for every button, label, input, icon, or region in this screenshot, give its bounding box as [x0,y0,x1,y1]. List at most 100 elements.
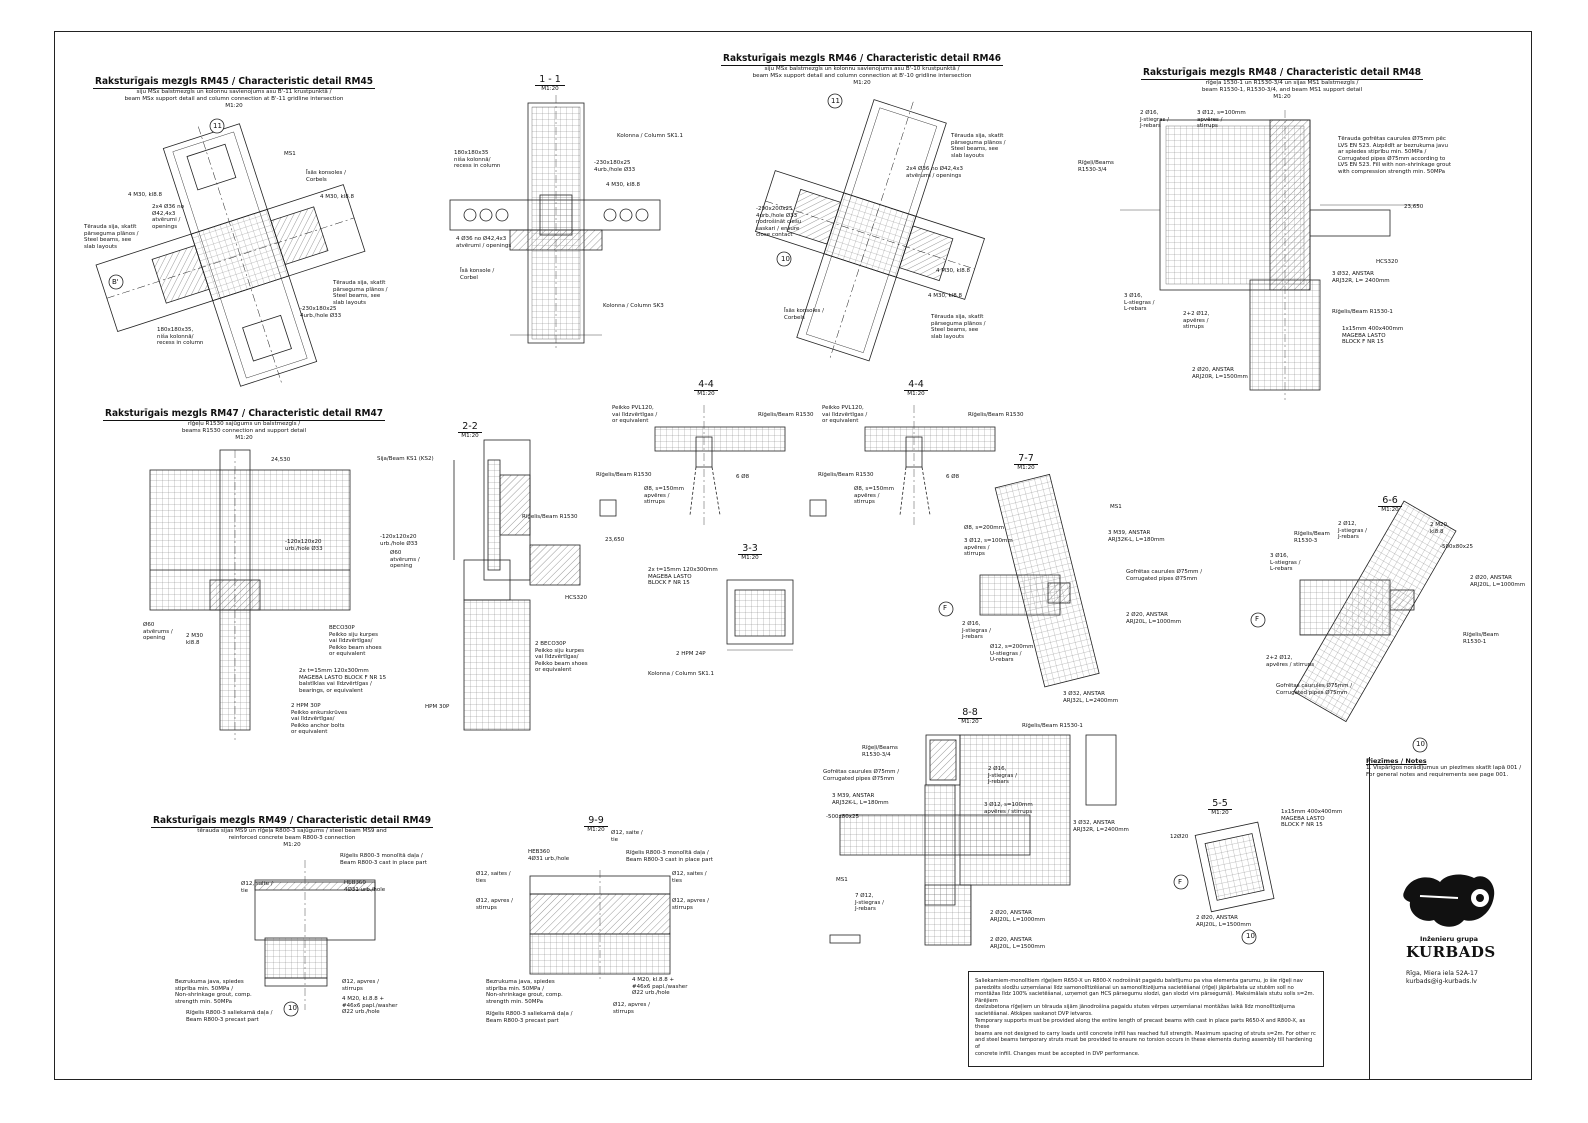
s22-label-hpm: HPM 30P [425,704,450,710]
detail-title-rm45: Raksturīgais mezgls RM45 / Characteristi… [93,76,375,109]
s99-label-ties-left: Ø12, saites /ties [476,871,511,884]
s44b-label-beam-left: Rīģelis/Beam R1530 [818,472,874,478]
s66-label-l-rebars: 3 Ø16,L-stiegras /L-rebars [1270,553,1301,573]
rm45-drawing [95,118,366,387]
rm46-label-grid-11: 11 [831,97,840,105]
detail-title-rm48: Raksturīgais mezgls RM48 / Characteristi… [1141,67,1423,100]
rm46-drawing [754,93,986,362]
s88-label-plate: -500x80x25 [826,814,859,820]
s55-label-grid-10: 10 [1246,932,1255,940]
s22-label-beam-ks1: Sija/Beam KS1 (KS2) [377,456,434,462]
detail-title-rm46: Raksturīgais mezgls RM46 / Characteristi… [721,53,1003,86]
s77-label-grid-f: F [943,604,948,612]
s77-label-d8: Ø8, s=200mm [964,525,1005,531]
s11-label-col-sk3: Kolonna / Column SK3 [603,303,664,309]
company-name: Inženieru grupa KURBADS [1406,935,1496,961]
rm45-label-ms1: MS1 [284,151,296,157]
rm48-drawing [1120,110,1420,400]
s44a-label-6d8: 6 Ø8 [736,474,750,480]
rm48-label-level: 23,650 [1404,204,1424,210]
s66-label-plate: -500x80x25 [1440,544,1473,550]
s99-label-ties-right: Ø12, saites /ties [672,871,707,884]
company-email[interactable]: kurbads@ig-kurbads.lv [1406,978,1477,985]
section-5-5-drawing [1173,821,1275,945]
drawing-frame [54,31,1532,1080]
section-4-4-b-drawing [809,405,996,525]
rm49-label-cast: Rīģelis R800-3 monolītā daļa /Beam R800-… [340,853,427,866]
s66-label-j-rebars: 2 Ø12,J-stiegras /J-rebars [1338,521,1367,541]
s66-label-corrugated: Gofrētas caurules Ø75mm /Corrugated pipe… [1276,683,1353,696]
rm46-label-corbels: Īsās konsoles /Corbels [784,308,824,321]
s99-label-stirrups-right: Ø12, apvres /stirrups [672,898,709,911]
s33-label-hpm: 2 HPM 24P [676,651,706,657]
s88-label-ms1: MS1 [836,877,848,883]
s44b-label-6d8: 6 Ø8 [946,474,960,480]
s11-label-col-sk11: Kolonna / Column SK1.1 [617,133,683,139]
rm49-label-tie: Ø12, saite /tie [241,881,273,894]
rm49-drawing [254,860,376,1017]
s99-label-cast: Rīģelis R800-3 monolītā daļa /Beam R800-… [626,850,713,863]
section-9-9-drawing [529,870,671,980]
rm45-label-m30-left: 4 M30, kl8.8 [128,192,162,198]
s22-label-level: 23,650 [605,537,625,543]
s44b-label-beam-right: Rīģelis/Beam R1530 [968,412,1024,418]
s88-label-j-rebars: 2 Ø16,J-stiegras /J-rebars [988,766,1017,786]
s99-label-precast: Rīģelis R800-3 saliekamā daļa /Beam R800… [486,1011,573,1024]
rm48-label-beam-r1530-1: Rīģelis/Beam R1530-1 [1332,309,1393,315]
section-7-7-drawing [938,473,1100,688]
rm47-label-level: 24,530 [271,457,291,463]
s77-label-ms1: MS1 [1110,504,1122,510]
s88-label-corrugated: Gofrētas caurules Ø75mm /Corrugated pipe… [823,769,900,782]
rm48-label-stirrups-b: 2+2 Ø12,apvēres /stirrups [1183,311,1210,331]
s55-label-12d20: 12Ø20 [1170,834,1189,840]
section-6-6-drawing [1250,500,1457,753]
section-3-3-drawing [726,579,794,651]
s55-label-grid-f: F [1178,878,1183,886]
s77-label-j-rebars: 2 Ø16,J-stiegras /J-rebars [962,621,991,641]
s99-label-tie: Ø12, saite /tie [611,830,643,843]
rm45-label-corbels: Īsās konsoles /Corbels [306,170,346,183]
rm45-label-recess: 180x180x35,niša kolonnā/recess in column [157,327,204,347]
